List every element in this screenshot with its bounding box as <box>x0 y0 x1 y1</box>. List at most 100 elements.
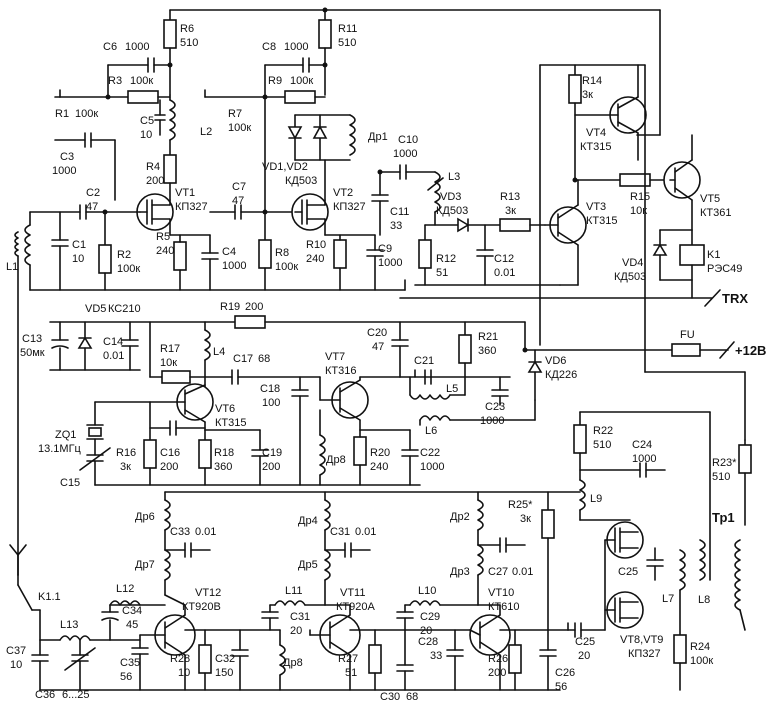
vd5-name: VD5 <box>85 303 106 315</box>
l2-name: L2 <box>200 126 212 138</box>
capacitor-c22: C22 1000 <box>401 429 444 486</box>
resistor-r28: R28 10 <box>170 629 281 691</box>
c30-name: C30 <box>380 691 400 703</box>
tr1-name: Тр1 <box>712 510 735 525</box>
c20-name: C20 <box>367 327 387 339</box>
capacitor-c36: C36 6...25 <box>35 639 96 701</box>
c25b-name: C25 <box>575 636 595 648</box>
r19-value: 200 <box>245 301 263 313</box>
c2-value: 47 <box>86 201 98 213</box>
r16-name: R16 <box>116 447 136 459</box>
r12-name: R12 <box>436 253 456 265</box>
capacitor-c15: C15 <box>60 447 111 489</box>
c10-name: C10 <box>398 134 418 146</box>
vt4-name: VT4 <box>586 127 606 139</box>
r28-name: R28 <box>170 653 190 665</box>
l6-name: L6 <box>425 425 437 437</box>
capacitor-c8: C8 1000 <box>262 41 328 73</box>
transistor-vt6: VT6 КТ315 <box>149 383 246 431</box>
c28-name: C28 <box>418 636 438 648</box>
resistor-r27: R27 51 <box>338 629 382 691</box>
vt7-value: КТ316 <box>325 365 356 377</box>
l3-name: L3 <box>448 171 460 183</box>
vt89-value: КП327 <box>628 648 661 660</box>
c9-name: C9 <box>378 243 392 255</box>
vd12-value: КД503 <box>285 175 317 187</box>
c7-value: 47 <box>232 195 244 207</box>
l1-name: L1 <box>6 261 18 273</box>
resistor-r11: R11 510 <box>318 9 357 96</box>
vt3-value: КТ315 <box>586 215 617 227</box>
c9-value: 1000 <box>378 257 402 269</box>
c34-value: 45 <box>126 619 138 631</box>
diode-vd6: VD6 КД226 <box>527 349 577 401</box>
c36-value: 6...25 <box>62 689 90 701</box>
capacitor-c37: C37 10 <box>6 639 49 691</box>
resistor-r6: R6 510 <box>163 9 198 96</box>
l4-name: L4 <box>213 346 225 358</box>
diodes-vd1-vd2: Др1 VD1,VD2 КД503 <box>262 114 388 187</box>
r15-value: 10к <box>630 205 647 217</box>
c35-value: 56 <box>120 671 132 683</box>
c13-name: C13 <box>22 333 42 345</box>
transistor-vt5: VT5 КТ361 <box>663 134 731 231</box>
resistor-r14: R14 3к <box>539 64 646 181</box>
l11-name: L11 <box>285 585 303 597</box>
vt3-name: VT3 <box>586 201 606 213</box>
capacitor-c25-top: C25 <box>618 547 664 581</box>
r9-value: 100к <box>290 75 313 87</box>
c32-value: 150 <box>215 667 233 679</box>
c16-value: 200 <box>160 461 178 473</box>
dr5-name: Др5 <box>298 559 318 571</box>
vd3-name: VD3 <box>440 191 461 203</box>
l9-name: L9 <box>590 493 602 505</box>
c23-name: C23 <box>485 401 505 413</box>
vd4-name: VD4 <box>622 257 643 269</box>
resistor-r20: R20 240 <box>353 429 411 486</box>
resistor-r16: R16 3к <box>116 401 157 486</box>
r20-name: R20 <box>370 447 390 459</box>
c4-value: 1000 <box>222 260 246 272</box>
c17-name: C17 <box>233 353 253 365</box>
capacitor-c6: C6 1000 <box>103 41 173 73</box>
c23-value: 1000 <box>480 415 504 427</box>
r14-value: 3к <box>582 89 593 101</box>
r16-value: 3к <box>120 461 131 473</box>
capacitor-c24: C24 1000 <box>579 439 666 478</box>
resistor-r10: R10 240 <box>306 234 376 291</box>
transistor-vt2: VT2 КП327 <box>291 159 366 236</box>
trx-connector: TRX <box>399 64 748 346</box>
resistor-r5: R5 240 C4 1000 <box>156 231 246 291</box>
c18-name: C18 <box>260 383 280 395</box>
choke-dr8-upper: Др8 <box>319 409 346 486</box>
l7-name: L7 <box>662 593 674 605</box>
vt6-name: VT6 <box>215 403 235 415</box>
resistor-r24: R24 100к <box>673 589 713 691</box>
inductor-l7: L7 <box>662 549 686 605</box>
capacitor-c29: C29 20 <box>374 604 440 637</box>
c29-value: 20 <box>420 625 432 637</box>
vd5-value: КС210 <box>108 303 141 315</box>
vt5-value: КТ361 <box>700 207 731 219</box>
vt7-name: VT7 <box>325 351 345 363</box>
c27-name: C27 <box>488 566 508 578</box>
c2-name: C2 <box>86 187 100 199</box>
r9-name: R9 <box>268 75 282 87</box>
c29-name: C29 <box>420 611 440 623</box>
r27-name: R27 <box>338 653 358 665</box>
inductor-l10: L10 <box>404 585 479 606</box>
resistor-r13: R13 3к <box>499 191 546 232</box>
trx-label: TRX <box>722 291 748 306</box>
r12-value: 51 <box>436 267 448 279</box>
c11-value: 33 <box>390 220 402 232</box>
c35-name: C35 <box>120 657 140 669</box>
transistor-vt12: VT12 КТ920В <box>139 587 221 691</box>
choke-dr8-lower: Др8 <box>279 629 303 691</box>
capacitor-c7: C7 47 <box>209 181 296 220</box>
r10-value: 240 <box>306 253 324 265</box>
c11-name: C11 <box>390 206 409 218</box>
l13-name: L13 <box>60 619 78 631</box>
capacitor-c30: C30 68 <box>380 629 418 703</box>
c31b-value: 20 <box>290 625 302 637</box>
vt5-name: VT5 <box>700 193 720 205</box>
